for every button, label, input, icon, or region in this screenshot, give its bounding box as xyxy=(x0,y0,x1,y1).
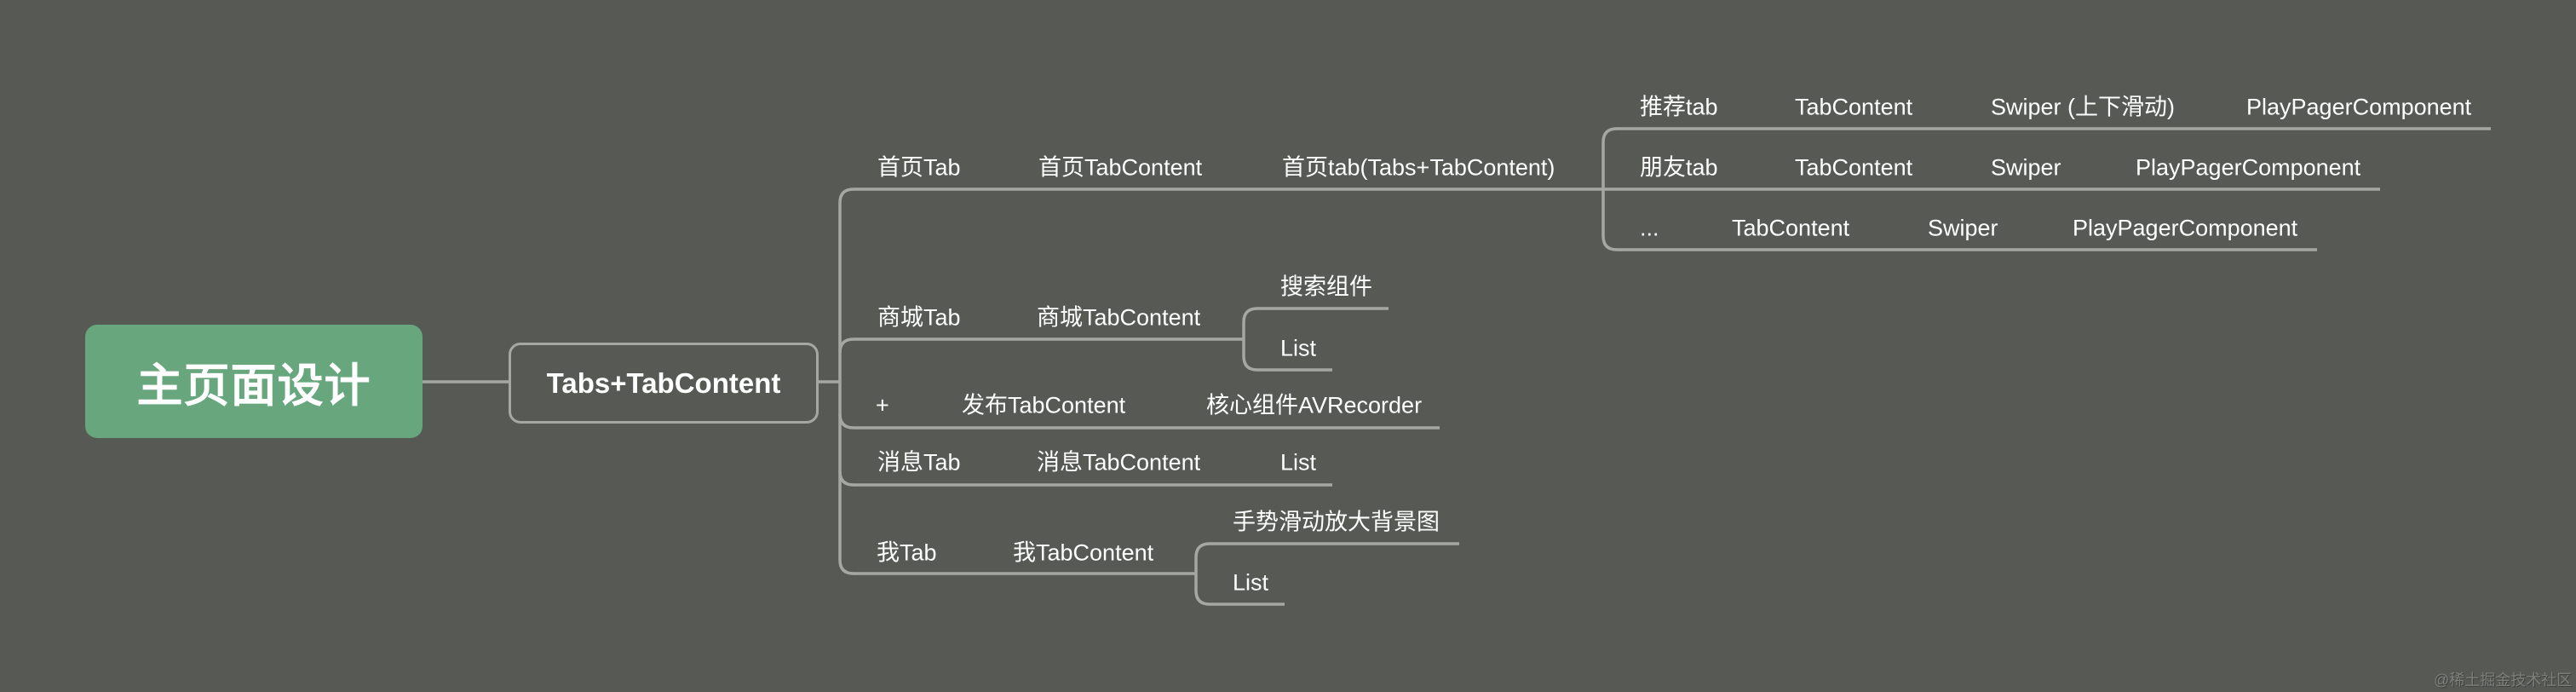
publish-avrecorder[interactable]: 核心组件AVRecorder xyxy=(1206,392,1423,418)
more-tab[interactable]: ... xyxy=(1640,215,1659,241)
more-tabcontent[interactable]: TabContent xyxy=(1732,215,1850,241)
recommend-playpager[interactable]: PlayPagerComponent xyxy=(2246,94,2472,120)
branch-mall-tab[interactable]: 商城Tab xyxy=(877,304,961,331)
root-node[interactable]: 主页面设计 xyxy=(85,325,423,438)
branch-message-content[interactable]: 消息TabContent xyxy=(1037,449,1201,476)
friend-tab[interactable]: 朋友tab xyxy=(1640,154,1718,181)
branch-publish-tab[interactable]: + xyxy=(876,392,889,418)
branch-me-content[interactable]: 我TabContent xyxy=(1013,539,1154,566)
friend-tabcontent[interactable]: TabContent xyxy=(1795,154,1913,181)
mall-search-component[interactable]: 搜索组件 xyxy=(1280,274,1372,300)
branch-message-tab[interactable]: 消息Tab xyxy=(877,449,961,476)
friend-swiper[interactable]: Swiper xyxy=(1991,154,2061,181)
main-node-tabs[interactable]: Tabs+TabContent xyxy=(509,343,819,424)
branch-home-tabs-node[interactable]: 首页tab(Tabs+TabContent) xyxy=(1282,154,1555,181)
recommend-swiper[interactable]: Swiper (上下滑动) xyxy=(1991,94,2176,120)
mall-list[interactable]: List xyxy=(1280,335,1317,361)
me-list[interactable]: List xyxy=(1233,569,1269,596)
friend-playpager[interactable]: PlayPagerComponent xyxy=(2136,154,2361,181)
branch-mall-content[interactable]: 商城TabContent xyxy=(1037,304,1201,331)
recommend-tabcontent[interactable]: TabContent xyxy=(1795,94,1913,120)
branch-home-content[interactable]: 首页TabContent xyxy=(1038,154,1203,181)
branch-publish-content[interactable]: 发布TabContent xyxy=(962,392,1126,418)
watermark: @稀土掘金技术社区 xyxy=(2434,672,2573,689)
more-swiper[interactable]: Swiper xyxy=(1928,215,1998,241)
more-playpager[interactable]: PlayPagerComponent xyxy=(2073,215,2298,241)
branch-home-tab[interactable]: 首页Tab xyxy=(877,154,961,181)
message-list[interactable]: List xyxy=(1280,449,1317,476)
branch-me-tab[interactable]: 我Tab xyxy=(877,539,937,566)
recommend-tab[interactable]: 推荐tab xyxy=(1640,94,1718,120)
main-node-label: Tabs+TabContent xyxy=(546,366,781,399)
me-gesture-zoom-background[interactable]: 手势滑动放大背景图 xyxy=(1233,509,1440,535)
root-label: 主页面设计 xyxy=(136,360,371,412)
